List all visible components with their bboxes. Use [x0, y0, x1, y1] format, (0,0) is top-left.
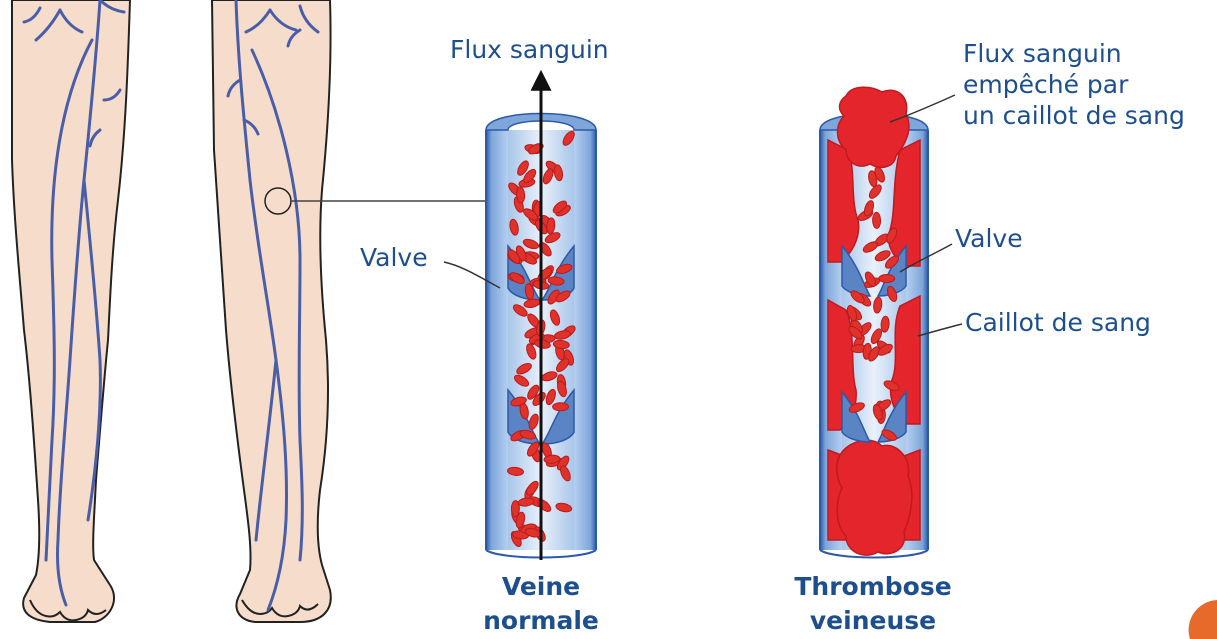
page-corner-badge [1189, 600, 1217, 639]
red-blood-cell [879, 275, 895, 283]
thrombosis-caption: Thrombose veineuse [783, 570, 963, 638]
red-blood-cell [553, 403, 569, 411]
normal-vein-caption: Veine normale [471, 570, 611, 638]
legs-illustration [12, 0, 490, 622]
blocked-flow-line-3: un caillot de sang [963, 100, 1185, 131]
normal-vein [486, 74, 596, 560]
thrombosis-caption-line-2: veineuse [783, 604, 963, 638]
thrombosis-vein [820, 87, 928, 557]
blocked-flow-label: Flux sanguin empêché par un caillot de s… [963, 38, 1185, 131]
blocked-flow-line-2: empêché par [963, 69, 1185, 100]
red-blood-cell [511, 501, 519, 517]
normal-caption-line-2: normale [471, 604, 611, 638]
blocked-flow-line-1: Flux sanguin [963, 38, 1185, 69]
clot-label: Caillot de sang [965, 307, 1151, 338]
normal-caption-line-1: Veine [471, 570, 611, 604]
valve-label-left: Valve [360, 242, 428, 273]
red-blood-cell [872, 212, 880, 228]
valve-label-right: Valve [955, 223, 1023, 254]
flow-label: Flux sanguin [450, 34, 609, 65]
thrombosis-caption-line-1: Thrombose [783, 570, 963, 604]
